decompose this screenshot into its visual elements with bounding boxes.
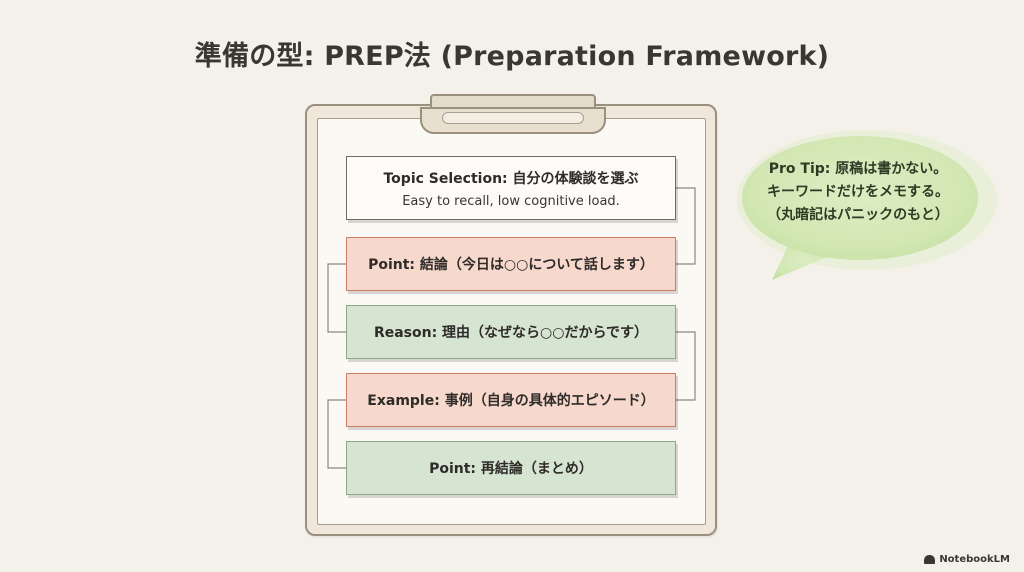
step-topic-subtitle: Easy to recall, low cognitive load. <box>402 193 620 209</box>
step-reason: Reason: 理由（なぜなら○○だからです） <box>346 305 676 359</box>
step-point-title: Point: 結論（今日は○○について話します） <box>368 257 654 273</box>
step-reason-title: Reason: 理由（なぜなら○○だからです） <box>373 325 649 341</box>
clip-hole <box>442 112 584 124</box>
pro-tip-text: Pro Tip: 原稿は書かない。 キーワードだけをメモする。 （丸暗記はパニッ… <box>748 158 968 227</box>
step-topic-title: Topic Selection: 自分の体験談を選ぶ <box>383 170 639 187</box>
step-example: Example: 事例（自身の具体的エピソード） <box>346 373 676 427</box>
step-point-conclusion-title: Point: 再結論（まとめ） <box>429 461 593 477</box>
step-topic-selection: Topic Selection: 自分の体験談を選ぶ Easy to recal… <box>346 156 676 220</box>
step-example-title: Example: 事例（自身の具体的エピソード） <box>367 393 655 409</box>
page-title: 準備の型: PREP法 (Preparation Framework) <box>194 41 830 72</box>
notebooklm-logo-icon <box>924 555 936 564</box>
pro-tip-line3: （丸暗記はパニックのもと） <box>767 207 949 223</box>
step-point-conclusion: Point: 再結論（まとめ） <box>346 441 676 495</box>
pro-tip-line2: キーワードだけをメモする。 <box>767 184 949 200</box>
step-point: Point: 結論（今日は○○について話します） <box>346 237 676 291</box>
pro-tip-line1: Pro Tip: 原稿は書かない。 <box>768 161 948 177</box>
pro-tip-bubble: Pro Tip: 原稿は書かない。 キーワードだけをメモする。 （丸暗記はパニッ… <box>736 128 998 288</box>
speech-bubble-icon <box>737 130 997 280</box>
clipboard-clip-icon <box>420 94 606 134</box>
footer-brand: NotebookLM <box>924 554 1010 565</box>
footer-brand-label: NotebookLM <box>939 554 1010 565</box>
